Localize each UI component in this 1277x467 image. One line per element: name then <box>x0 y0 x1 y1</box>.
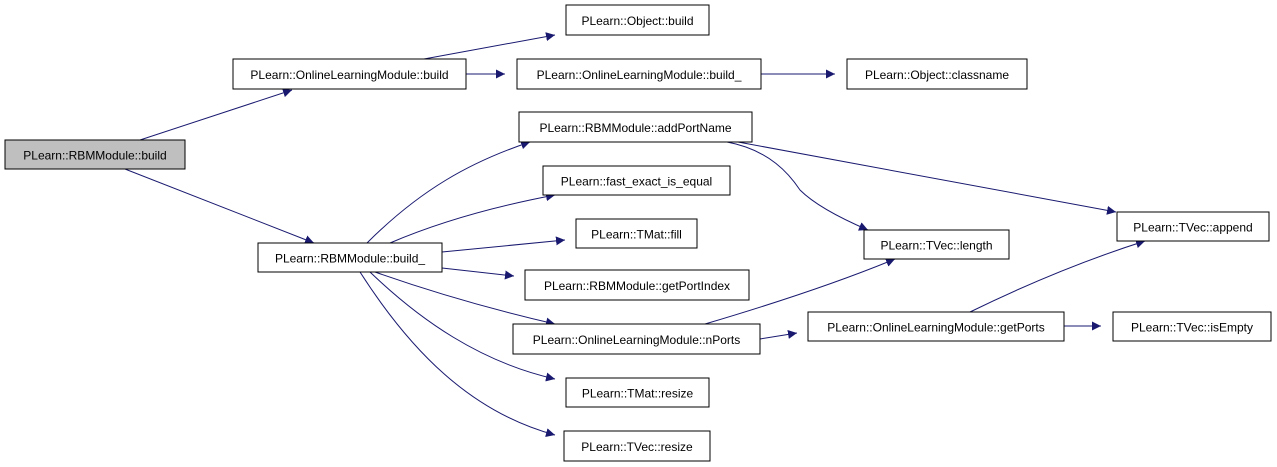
node-box <box>4 139 186 170</box>
node-rbm-build: PLearn::RBMModule::build <box>4 139 186 170</box>
node-label: PLearn::TMat::fill <box>591 228 682 242</box>
node-box <box>563 430 711 462</box>
node-nports[interactable]: PLearn::OnlineLearningModule::nPorts <box>512 323 761 355</box>
node-label: PLearn::OnlineLearningModule::build_ <box>537 68 742 82</box>
edge-rbm_build_-to-tmat_fill <box>441 236 566 253</box>
edge-line <box>374 271 556 327</box>
edge-nports-to-get_ports <box>759 329 798 340</box>
edge-nports-to-tvec_length <box>704 258 896 325</box>
node-tmat-fill[interactable]: PLearn::TMat::fill <box>575 218 698 249</box>
node-box <box>542 165 731 196</box>
node-box <box>257 242 443 273</box>
edge-line <box>441 267 515 280</box>
edge-line <box>389 192 556 244</box>
node-obj-build[interactable]: PLearn::Object::build <box>565 4 710 36</box>
node-get-ports[interactable]: PLearn::OnlineLearningModule::getPorts <box>807 311 1065 342</box>
node-box <box>565 377 710 408</box>
node-label: PLearn::RBMModule::getPortIndex <box>544 279 730 293</box>
node-label: PLearn::OnlineLearningModule::nPorts <box>533 333 740 347</box>
edges-layer <box>124 32 1146 437</box>
edge-olm_build-to-obj_build <box>423 32 556 60</box>
edge-rbm_build_-to-tmat_resize <box>369 271 556 382</box>
edge-add_port_name-to-tvec_append <box>737 141 1117 215</box>
edge-line <box>359 271 556 437</box>
node-fast-exact[interactable]: PLearn::fast_exact_is_equal <box>542 165 731 196</box>
node-label: PLearn::TVec::resize <box>581 440 693 454</box>
edge-line <box>726 141 869 231</box>
node-rbm-build-[interactable]: PLearn::RBMModule::build_ <box>257 242 443 273</box>
edge-line <box>737 141 1117 215</box>
node-box <box>232 58 467 90</box>
node-tvec-isempty[interactable]: PLearn::TVec::isEmpty <box>1112 311 1272 342</box>
edge-line <box>969 239 1146 313</box>
node-olm-build[interactable]: PLearn::OnlineLearningModule::build <box>232 58 467 90</box>
edge-rbm_build-to-olm_build <box>139 88 293 141</box>
edge-line <box>139 88 293 141</box>
node-box <box>807 311 1065 342</box>
node-box <box>516 58 762 90</box>
node-label: PLearn::Object::classname <box>865 68 1009 82</box>
edge-rbm_build_-to-get_port_index <box>441 267 515 280</box>
node-label: PLearn::OnlineLearningModule::build <box>250 68 448 82</box>
node-tmat-resize[interactable]: PLearn::TMat::resize <box>565 377 710 408</box>
node-olm-build-[interactable]: PLearn::OnlineLearningModule::build_ <box>516 58 762 90</box>
edge-line <box>441 236 566 253</box>
edge-rbm_build_-to-tvec_resize <box>359 271 556 437</box>
edge-line <box>369 271 556 382</box>
node-box <box>518 111 753 143</box>
node-label: PLearn::TMat::resize <box>582 387 694 401</box>
node-tvec-length[interactable]: PLearn::TVec::length <box>863 229 1010 260</box>
nodes-layer: PLearn::RBMModule::buildPLearn::OnlineLe… <box>4 4 1272 462</box>
edge-rbm_build-to-rbm_build_ <box>124 168 315 244</box>
edge-line <box>124 168 315 244</box>
node-tvec-append[interactable]: PLearn::TVec::append <box>1116 211 1270 242</box>
node-obj-classname[interactable]: PLearn::Object::classname <box>846 58 1028 90</box>
node-label: PLearn::RBMModule::addPortName <box>539 121 731 135</box>
node-add-port-name[interactable]: PLearn::RBMModule::addPortName <box>518 111 753 143</box>
edge-rbm_build_-to-fast_exact <box>389 192 556 244</box>
node-label: PLearn::TVec::isEmpty <box>1131 321 1253 335</box>
node-box <box>846 58 1028 90</box>
node-label: PLearn::Object::build <box>581 14 693 28</box>
node-box <box>863 229 1010 260</box>
node-label: PLearn::RBMModule::build_ <box>275 252 425 266</box>
node-label: PLearn::TVec::append <box>1133 221 1252 235</box>
node-box <box>524 269 750 301</box>
node-box <box>1116 211 1270 242</box>
node-get-port-index[interactable]: PLearn::RBMModule::getPortIndex <box>524 269 750 301</box>
node-label: PLearn::OnlineLearningModule::getPorts <box>827 321 1044 335</box>
node-label: PLearn::RBMModule::build <box>23 149 166 163</box>
node-box <box>575 218 698 249</box>
edge-rbm_build_-to-nports <box>374 271 556 327</box>
edge-line <box>704 258 896 325</box>
edge-line <box>759 329 798 340</box>
node-box <box>512 323 761 355</box>
node-box <box>1112 311 1272 342</box>
edge-line <box>423 32 556 60</box>
edge-rbm_build_-to-add_port_name <box>366 140 531 244</box>
node-label: PLearn::TVec::length <box>880 239 992 253</box>
node-label: PLearn::fast_exact_is_equal <box>561 175 712 189</box>
edge-add_port_name-to-tvec_length <box>726 141 869 231</box>
edge-line <box>366 140 531 244</box>
node-tvec-resize[interactable]: PLearn::TVec::resize <box>563 430 711 462</box>
node-box <box>565 4 710 36</box>
edge-get_ports-to-tvec_append <box>969 239 1146 313</box>
